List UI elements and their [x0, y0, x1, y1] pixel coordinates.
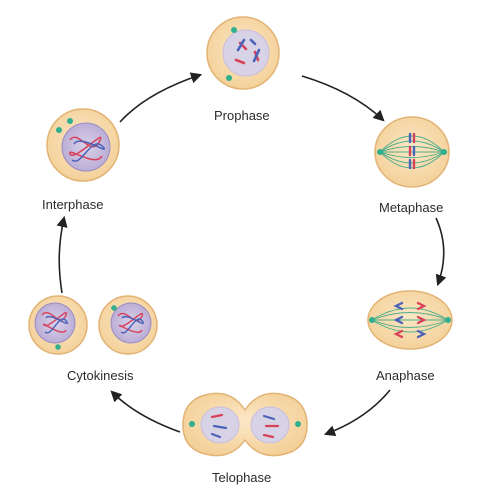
centrosome	[441, 149, 447, 155]
centrosome	[189, 421, 195, 427]
chromatids-separating	[393, 301, 427, 339]
arrow-telophase-to-cytokinesis	[110, 390, 181, 433]
centrosome	[295, 421, 301, 427]
centrosome	[226, 75, 232, 81]
cycle-arrows	[56, 72, 447, 437]
nucleus	[34, 302, 76, 344]
stage-label-interphase: Interphase	[42, 197, 104, 212]
stage-label-prophase: Prophase	[214, 108, 270, 123]
chromosomes-aligned	[408, 132, 416, 170]
cytokinesis-cell-right	[98, 295, 158, 355]
telophase-nucleus-left	[200, 406, 240, 444]
spindle-fibers	[371, 307, 449, 333]
arrow-anaphase-to-telophase	[323, 389, 391, 437]
interphase-cell	[46, 108, 120, 182]
metaphase-cell	[374, 116, 450, 188]
arrow-interphase-to-prophase	[119, 72, 203, 123]
centrosome	[56, 127, 62, 133]
stage-label-anaphase: Anaphase	[376, 368, 435, 383]
centrosome	[231, 27, 237, 33]
centrosome	[445, 317, 451, 323]
centrosome	[55, 344, 61, 350]
stage-label-metaphase: Metaphase	[379, 200, 444, 215]
arrow-cytokinesis-to-interphase	[56, 215, 68, 294]
chromatin	[117, 313, 144, 334]
arrow-metaphase-to-anaphase	[435, 217, 447, 287]
centrosome	[111, 305, 117, 311]
stage-label-telophase: Telophase	[212, 470, 272, 485]
prophase-nucleus	[222, 29, 270, 77]
nucleus	[110, 302, 152, 344]
telophase-cell	[182, 392, 308, 457]
centrosome	[369, 317, 375, 323]
stage-label-cytokinesis: Cytokinesis	[67, 368, 134, 383]
chromosomes	[210, 413, 280, 439]
prophase-cell	[206, 16, 280, 90]
chromatin	[41, 312, 68, 334]
chromatin	[69, 136, 105, 162]
centrosome	[67, 118, 73, 124]
arrow-prophase-to-metaphase	[301, 75, 385, 122]
centrosome	[377, 149, 383, 155]
chromosomes	[234, 38, 261, 65]
anaphase-cell	[367, 290, 453, 350]
spindle-fibers	[379, 135, 445, 169]
cytokinesis-cell-left	[28, 295, 88, 355]
